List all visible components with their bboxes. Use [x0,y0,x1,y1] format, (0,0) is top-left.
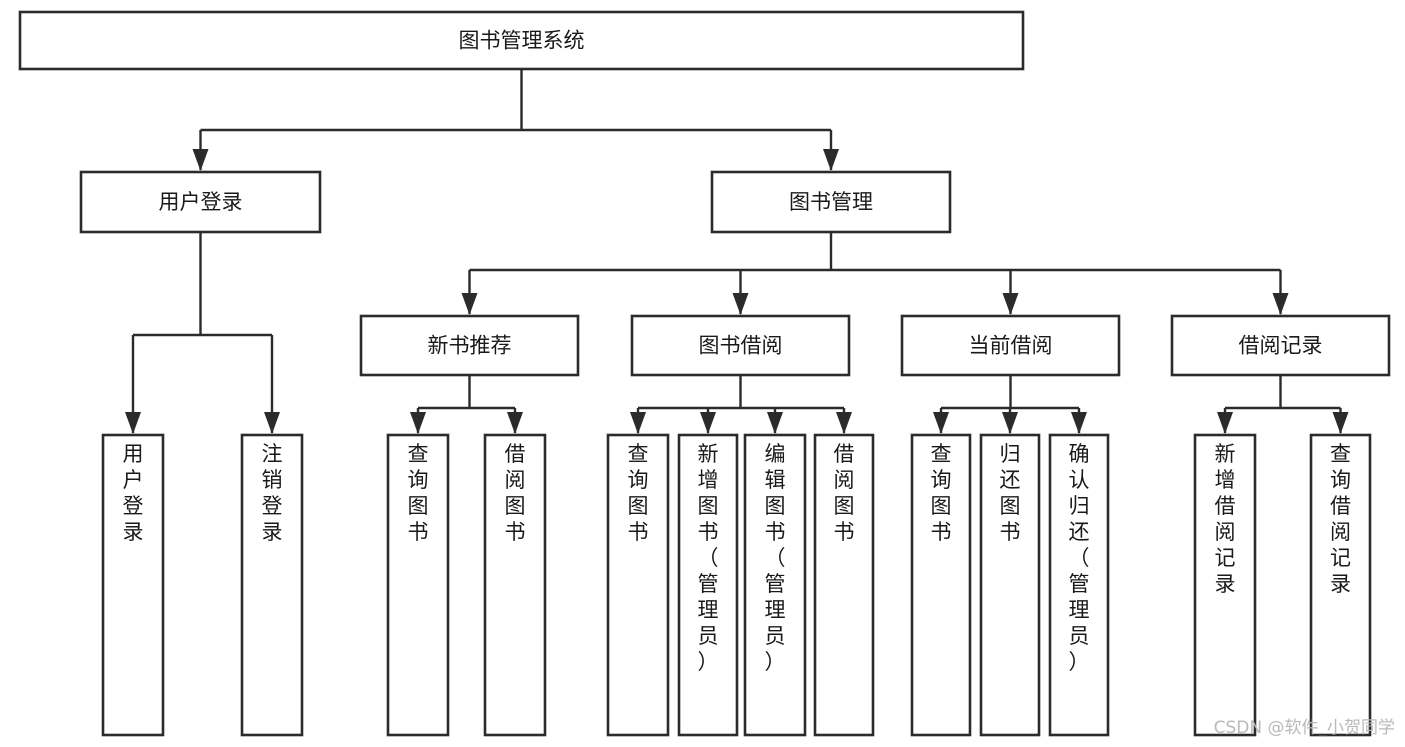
node-box-book-borrow[interactable] [630,314,851,377]
node-label-leaf-user-login: 用户登录 [123,442,144,544]
node-current-borrow[interactable]: 当前借阅 [900,314,1121,377]
node-label-leaf-return-book: 归还图书 [1000,442,1021,544]
node-label-leaf-borrow-book-rec: 借阅图书 [505,442,526,544]
node-box-leaf-edit-book[interactable] [743,433,807,737]
node-box-root[interactable] [18,10,1025,71]
node-box-leaf-query-book-rec[interactable] [386,433,450,737]
arrow-head-icon-leaf-return-book [1002,412,1018,434]
arrow-head-icon-leaf-user-logout [264,412,280,434]
node-label-leaf-user-logout: 注销登录 [262,442,283,544]
node-leaf-user-login[interactable]: 用户登录 [101,433,165,737]
node-label-leaf-add-book: 新增图书（管理员） [698,442,719,674]
node-label-leaf-query-book-borrow: 查询图书 [628,442,649,544]
node-label-leaf-edit-book: 编辑图书（管理员） [765,442,786,674]
node-label-leaf-add-record: 新增借阅记录 [1215,442,1236,596]
arrow-head-icon-leaf-query-book-cur [933,412,949,434]
node-leaf-borrow-book[interactable]: 借阅图书 [813,433,875,737]
node-leaf-query-book-cur[interactable]: 查询图书 [910,433,972,737]
node-leaf-confirm-return[interactable]: 确认归还（管理员） [1048,433,1110,737]
node-label-borrow-record: 借阅记录 [1239,334,1323,358]
node-box-user-login[interactable] [79,170,322,234]
arrow-head-icon-new-book-rec [461,293,478,315]
node-box-leaf-return-book[interactable] [979,433,1041,737]
node-book-manage[interactable]: 图书管理 [710,170,952,234]
node-label-leaf-query-book-cur: 查询图书 [931,442,952,544]
arrow-head-icon-leaf-edit-book [767,412,783,434]
node-box-leaf-confirm-return[interactable] [1048,433,1110,737]
arrow-head-icon-leaf-add-record [1217,412,1233,434]
node-leaf-borrow-book-rec[interactable]: 借阅图书 [483,433,547,737]
nodes-layer: 图书管理系统用户登录图书管理新书推荐图书借阅当前借阅借阅记录用户登录注销登录查询… [18,10,1391,737]
arrow-head-icon-book-borrow [732,293,749,315]
node-box-leaf-query-book-cur[interactable] [910,433,972,737]
node-leaf-query-book-rec[interactable]: 查询图书 [386,433,450,737]
arrow-head-icon-current-borrow [1002,293,1019,315]
node-box-leaf-query-book-borrow[interactable] [606,433,670,737]
node-borrow-record[interactable]: 借阅记录 [1170,314,1391,377]
node-leaf-user-logout[interactable]: 注销登录 [240,433,304,737]
node-box-leaf-borrow-book-rec[interactable] [483,433,547,737]
node-leaf-edit-book[interactable]: 编辑图书（管理员） [743,433,807,737]
node-label-leaf-query-book-rec: 查询图书 [408,442,429,544]
arrow-head-icon-leaf-query-book-borrow [630,412,646,434]
arrow-head-icon-user-login [192,149,209,171]
node-label-current-borrow: 当前借阅 [969,334,1053,358]
node-label-new-book-rec: 新书推荐 [428,334,512,358]
node-leaf-add-record[interactable]: 新增借阅记录 [1193,433,1257,737]
node-box-book-manage[interactable] [710,170,952,234]
arrow-head-icon-leaf-user-login [125,412,141,434]
node-root[interactable]: 图书管理系统 [18,10,1025,71]
node-new-book-rec[interactable]: 新书推荐 [359,314,580,377]
arrow-head-icon-borrow-record [1272,293,1289,315]
node-box-new-book-rec[interactable] [359,314,580,377]
arrow-head-icon-book-manage [823,149,839,171]
arrow-head-icon-leaf-query-record [1332,412,1349,434]
node-book-borrow[interactable]: 图书借阅 [630,314,851,377]
node-label-user-login: 用户登录 [159,190,243,214]
arrow-head-icon-leaf-borrow-book-rec [507,412,523,434]
node-leaf-add-book[interactable]: 新增图书（管理员） [677,433,739,737]
node-box-current-borrow[interactable] [900,314,1121,377]
node-label-leaf-query-record: 查询借阅记录 [1330,442,1351,596]
node-box-leaf-borrow-book[interactable] [813,433,875,737]
node-box-leaf-add-book[interactable] [677,433,739,737]
node-leaf-query-record[interactable]: 查询借阅记录 [1309,433,1372,737]
watermark-layer: CSDN @软件_小贺同学 [1214,718,1395,738]
node-box-leaf-query-record[interactable] [1309,433,1372,737]
node-box-borrow-record[interactable] [1170,314,1391,377]
node-label-leaf-confirm-return: 确认归还（管理员） [1069,442,1090,674]
csdn-watermark: CSDN @软件_小贺同学 [1214,718,1395,738]
node-leaf-query-book-borrow[interactable]: 查询图书 [606,433,670,737]
connectors-layer [125,69,1349,434]
node-label-book-manage: 图书管理 [789,190,873,214]
arrow-head-icon-leaf-borrow-book [836,412,852,434]
node-user-login[interactable]: 用户登录 [79,170,322,234]
node-label-book-borrow: 图书借阅 [699,334,783,358]
node-box-leaf-user-login[interactable] [101,433,165,737]
arrow-head-icon-leaf-confirm-return [1071,412,1087,434]
node-box-leaf-add-record[interactable] [1193,433,1257,737]
node-leaf-return-book[interactable]: 归还图书 [979,433,1041,737]
node-label-root: 图书管理系统 [459,29,585,53]
node-box-leaf-user-logout[interactable] [240,433,304,737]
arrow-head-icon-leaf-query-book-rec [410,412,426,434]
node-label-leaf-borrow-book: 借阅图书 [834,442,855,544]
arrow-head-icon-leaf-add-book [700,412,716,434]
